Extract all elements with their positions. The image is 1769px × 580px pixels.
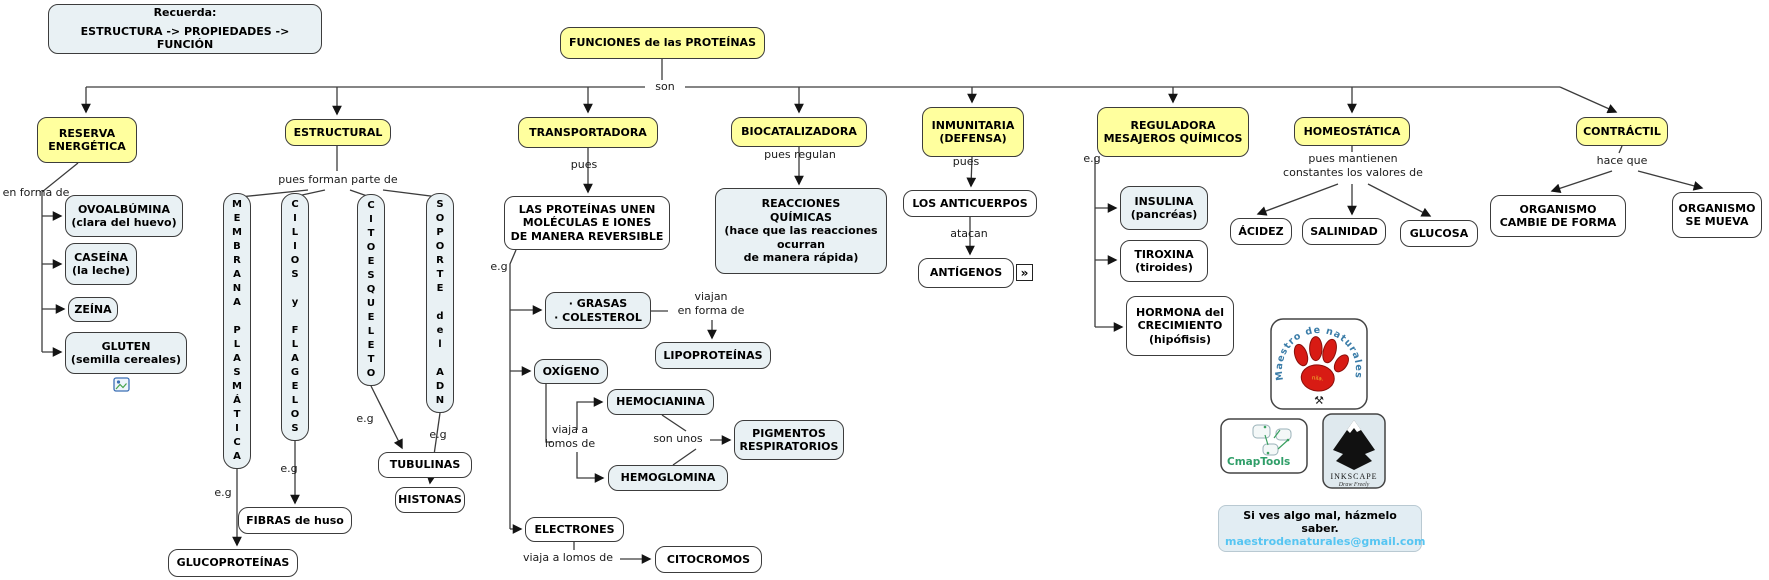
node-histonas[interactable]: HISTONAS	[395, 487, 465, 513]
node-funciones-proteinas[interactable]: FUNCIONES de las PROTEÍNAS	[560, 27, 765, 59]
node-electrones[interactable]: ELECTRONES	[525, 517, 624, 542]
link-label-eg-reguladora: e.g	[1083, 152, 1101, 165]
contact-message: Si ves algo mal, házmelo saber.	[1243, 509, 1397, 535]
cmaptools-logo: CmapTools	[1220, 418, 1308, 478]
node-glucoproteinas[interactable]: GLUCOPROTEÍNAS	[168, 549, 298, 577]
node-salinidad[interactable]: SALINIDAD	[1302, 218, 1386, 245]
link-label-son-unos: son unos	[653, 432, 703, 445]
inkscape-logo: INKSCAPE Draw Freely	[1322, 413, 1386, 493]
node-membrana-plasmatica[interactable]: M E M B R A N A P L A S M Á T I C A	[223, 193, 251, 469]
node-inmunitaria[interactable]: INMUNITARIA (DEFENSA)	[922, 107, 1024, 157]
resource-link-icon[interactable]: »	[1016, 264, 1033, 281]
cmaptools-text: CmapTools	[1227, 456, 1290, 468]
node-fibras-de-huso[interactable]: FIBRAS de huso	[238, 507, 352, 534]
node-insulina[interactable]: INSULINA (pancréas)	[1120, 186, 1208, 230]
link-label-atacan: atacan	[950, 227, 988, 240]
link-label-pues-regulan: pues regulan	[764, 148, 836, 161]
node-grasas-colesterol[interactable]: · GRASAS · COLESTEROL	[545, 292, 651, 329]
link-label-eg-membrana: e.g	[214, 486, 232, 499]
node-contractil[interactable]: CONTRÁCTIL	[1576, 117, 1668, 146]
cmaptools-minimap-icon	[1252, 424, 1292, 456]
node-antigenos[interactable]: ANTÍGENOS	[918, 258, 1014, 288]
paw-pad-text: nila.	[1312, 375, 1324, 382]
link-label-pues-forman: pues forman parte de	[278, 173, 398, 186]
link-label-eg-soporte: e.g	[429, 428, 447, 441]
inkscape-mountain-icon	[1333, 420, 1375, 470]
node-hormona-crecimiento[interactable]: HORMONA del CRECIMIENTO (hipófisis)	[1126, 296, 1234, 356]
link-label-viajan-en-forma-de: viajan en forma de	[677, 290, 745, 317]
link-label-eg-cilios: e.g	[280, 462, 298, 475]
reminder-note: Recuerda: ESTRUCTURA -> PROPIEDADES -> F…	[48, 4, 322, 54]
inkscape-text: INKSCAPE	[1330, 472, 1377, 481]
node-estructural[interactable]: ESTRUCTURAL	[285, 119, 391, 146]
link-label-eg-citoesqueleto: e.g	[356, 412, 374, 425]
node-citocromos[interactable]: CITOCROMOS	[655, 546, 762, 573]
link-label-en-forma-de: en forma de	[2, 186, 70, 199]
node-biocatalizadora[interactable]: BIOCATALIZADORA	[731, 117, 867, 147]
paw-print-icon: nila.	[1293, 336, 1349, 392]
contact-box: Si ves algo mal, házmelo saber. maestrod…	[1218, 505, 1426, 552]
node-homeostatica[interactable]: HOMEOSTÁTICA	[1294, 117, 1410, 146]
node-proteinas-unen[interactable]: LAS PROTEÍNAS UNEN MOLÉCULAS E IONES DE …	[504, 196, 670, 250]
node-lipoproteinas[interactable]: LIPOPROTEÍNAS	[655, 342, 771, 369]
note-title: Recuerda:	[153, 6, 217, 20]
node-ovoalbumina[interactable]: OVOALBÚMINA (clara del huevo)	[65, 195, 183, 237]
node-oxigeno[interactable]: OXÍGENO	[534, 359, 608, 384]
node-hemoglomina[interactable]: HEMOGLOMINA	[608, 465, 728, 491]
inkscape-subtext: Draw Freely	[1338, 482, 1370, 488]
node-glucosa[interactable]: GLUCOSA	[1400, 220, 1478, 247]
node-gluten[interactable]: GLUTEN (semilla cereales)	[65, 332, 187, 374]
node-pigmentos-respiratorios[interactable]: PIGMENTOS RESPIRATORIOS	[734, 420, 844, 460]
link-label-pues-inmunitaria: pues	[952, 155, 980, 168]
node-tubulinas[interactable]: TUBULINAS	[378, 452, 472, 478]
node-soporte-adn[interactable]: S O P O R T E d e l A D N	[426, 193, 454, 413]
image-icon	[113, 377, 130, 392]
node-acidez[interactable]: ÁCIDEZ	[1230, 218, 1292, 245]
node-reguladora[interactable]: REGULADORA MESAJEROS QUÍMICOS	[1097, 107, 1249, 157]
node-caseina[interactable]: CASEÍNA (la leche)	[65, 243, 137, 285]
link-label-son: son	[645, 80, 685, 94]
link-label-hace-que: hace que	[1596, 154, 1648, 167]
link-label-eg-transportadora: e.g	[490, 260, 508, 273]
link-label-pues-mantienen: pues mantienen constantes los valores de	[1283, 152, 1423, 179]
note-body: ESTRUCTURA -> PROPIEDADES -> FUNCIÓN	[80, 24, 290, 52]
node-organismo-cambie-forma[interactable]: ORGANISMO CAMBIE DE FORMA	[1490, 195, 1626, 237]
node-cilios-flagelos[interactable]: C I L I O S y F L A G E L O S	[281, 193, 309, 441]
link-label-viaja-a-lomos: viaja a lomos de	[544, 423, 596, 450]
node-los-anticuerpos[interactable]: LOS ANTICUERPOS	[903, 190, 1037, 217]
node-transportadora[interactable]: TRANSPORTADORA	[518, 117, 658, 148]
node-hemocianina[interactable]: HEMOCIANINA	[607, 389, 714, 415]
hammers-icon: ⚒	[1314, 394, 1324, 407]
link-label-pues-transportadora: pues	[570, 158, 598, 171]
link-label-viaja-a-lomos-de: viaja a lomos de	[522, 551, 614, 564]
email-link[interactable]: maestrodenaturales@gmail.com	[1225, 535, 1426, 548]
node-zeina[interactable]: ZEÍNA	[68, 297, 118, 322]
node-citoesqueleto[interactable]: C I T O E S Q U E L E T O	[357, 194, 385, 386]
maestro-naturales-logo: Maestro de naturales nila. ⚒	[1270, 318, 1368, 414]
node-tiroxina[interactable]: TIROXINA (tiroides)	[1120, 240, 1208, 282]
node-reacciones-quimicas[interactable]: REACCIONES QUÍMICAS (hace que las reacci…	[715, 188, 887, 274]
node-organismo-se-mueva[interactable]: ORGANISMO SE MUEVA	[1672, 192, 1762, 238]
node-reserva-energetica[interactable]: RESERVA ENERGÉTICA	[37, 117, 137, 163]
